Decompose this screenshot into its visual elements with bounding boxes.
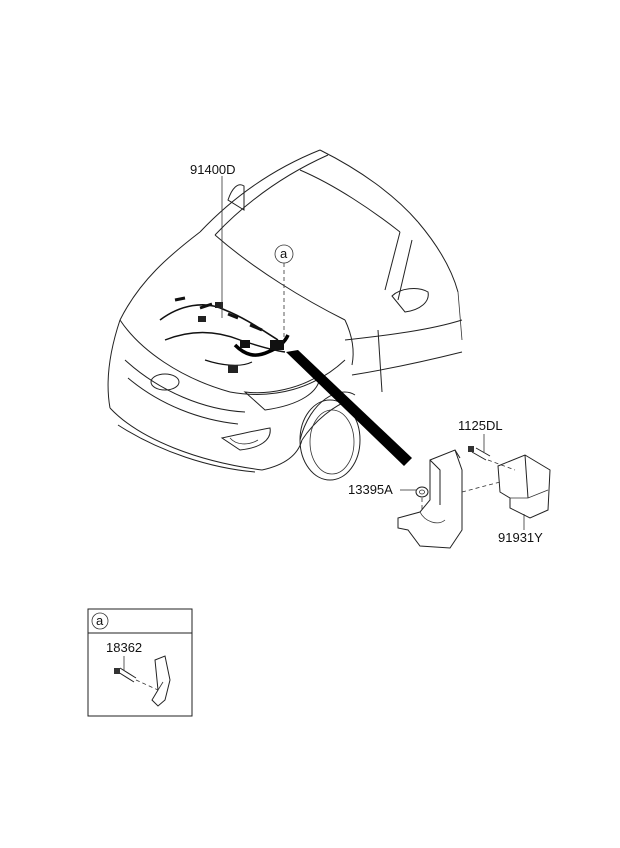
- detail-ref-label: a: [96, 613, 104, 628]
- detail-ref-circle: [91, 612, 109, 630]
- label-bracket: 91931Y: [498, 530, 543, 545]
- detail-part-label: 18362: [106, 640, 142, 655]
- label-bolt: 1125DL: [458, 418, 503, 433]
- callout-ref-label: a: [280, 246, 288, 261]
- car-illustration: [107, 149, 463, 481]
- bracket-illustration: [397, 446, 551, 549]
- label-main-harness: 91400D: [190, 162, 236, 177]
- harness-illustration: [159, 296, 412, 466]
- detail-box: a 18362: [87, 608, 193, 717]
- label-nut: 13395A: [348, 482, 393, 497]
